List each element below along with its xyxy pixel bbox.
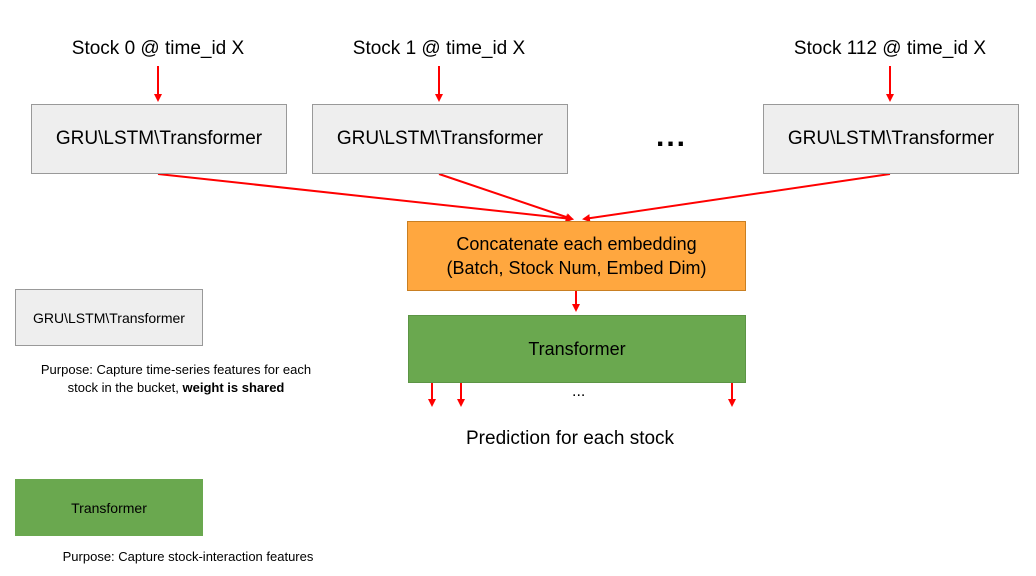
legend-transformer-purpose: Purpose: Capture stock-interaction featu… bbox=[62, 549, 314, 564]
input-label-stock-112: Stock 112 @ time_id X bbox=[793, 38, 987, 59]
legend-encoder-purpose-bold: weight is shared bbox=[182, 380, 285, 395]
encoder-box-1: GRU\LSTM\Transformer bbox=[312, 104, 568, 174]
concat-line-1: Concatenate each embedding bbox=[456, 234, 697, 254]
legend-encoder-purpose-line-2: stock in the bucket, weight is shared bbox=[6, 379, 346, 397]
legend-encoder-purpose: Purpose: Capture time-series features fo… bbox=[6, 361, 346, 397]
encoder-ellipsis: ... bbox=[656, 120, 688, 153]
input-label-stock-1: Stock 1 @ time_id X bbox=[352, 38, 526, 59]
input-label-stock-0: Stock 0 @ time_id X bbox=[71, 38, 245, 59]
encoder-arrow-2 bbox=[582, 173, 891, 223]
encoder-box-1-label: GRU\LSTM\Transformer bbox=[336, 128, 544, 149]
output-ellipsis: ... bbox=[572, 383, 586, 400]
prediction-label: Prediction for each stock bbox=[466, 428, 675, 449]
concat-box: Concatenate each embedding (Batch, Stock… bbox=[407, 221, 746, 291]
encoder-box-2: GRU\LSTM\Transformer bbox=[763, 104, 1019, 174]
encoder-arrow-0 bbox=[157, 173, 574, 223]
transformer-label: Transformer bbox=[528, 338, 626, 359]
legend-transformer-label: Transformer bbox=[71, 499, 147, 516]
legend-encoder-box: GRU\LSTM\Transformer bbox=[15, 289, 203, 346]
encoder-arrow-1 bbox=[438, 173, 574, 221]
encoder-box-2-label: GRU\LSTM\Transformer bbox=[787, 128, 995, 149]
legend-transformer-box: Transformer bbox=[15, 479, 203, 536]
concat-line-2: (Batch, Stock Num, Embed Dim) bbox=[446, 258, 707, 278]
legend-encoder-label: GRU\LSTM\Transformer bbox=[33, 309, 185, 326]
legend-encoder-purpose-line-1: Purpose: Capture time-series features fo… bbox=[40, 362, 312, 377]
legend-encoder-purpose-text: stock in the bucket, bbox=[67, 380, 183, 395]
transformer-box: Transformer bbox=[408, 315, 746, 383]
encoder-box-0-label: GRU\LSTM\Transformer bbox=[55, 128, 263, 149]
encoder-box-0: GRU\LSTM\Transformer bbox=[31, 104, 287, 174]
